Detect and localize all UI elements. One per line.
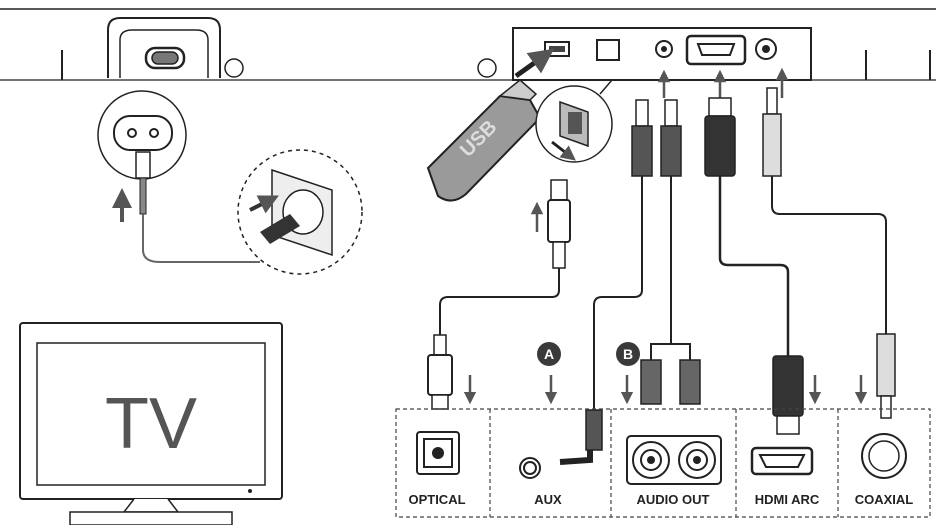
hdmi-connector-icon [752, 448, 812, 474]
badge-a: A [537, 342, 561, 366]
optical-port-icon [597, 40, 619, 60]
aux-jack-icon [524, 462, 536, 474]
label-coaxial: COAXIAL [855, 492, 914, 507]
power-socket-icon [146, 48, 184, 68]
usb-port-icon [545, 42, 569, 56]
hdmi-cable [705, 98, 803, 434]
rca-connector-icon [627, 436, 721, 484]
soundbar-back [0, 9, 936, 80]
badge-b: B [616, 342, 640, 366]
optical-cover-bubble [536, 80, 612, 162]
label-audio-out: AUDIO OUT [637, 492, 710, 507]
coax-connector-icon [862, 434, 906, 478]
power-plug-bubble [98, 91, 260, 262]
optical-cable [428, 180, 570, 409]
coax-port-icon [756, 39, 776, 59]
hdmi-port-icon [687, 36, 745, 64]
tv-icon: TV [20, 323, 282, 525]
label-aux: AUX [534, 492, 562, 507]
optical-connector-icon [417, 432, 459, 474]
aux-port-icon [656, 41, 672, 57]
svg-text:B: B [623, 346, 633, 362]
label-optical: OPTICAL [408, 492, 465, 507]
label-hdmi-arc: HDMI ARC [755, 492, 820, 507]
wall-outlet-icon [238, 150, 362, 274]
tv-label: TV [105, 384, 197, 464]
svg-text:A: A [544, 346, 554, 362]
